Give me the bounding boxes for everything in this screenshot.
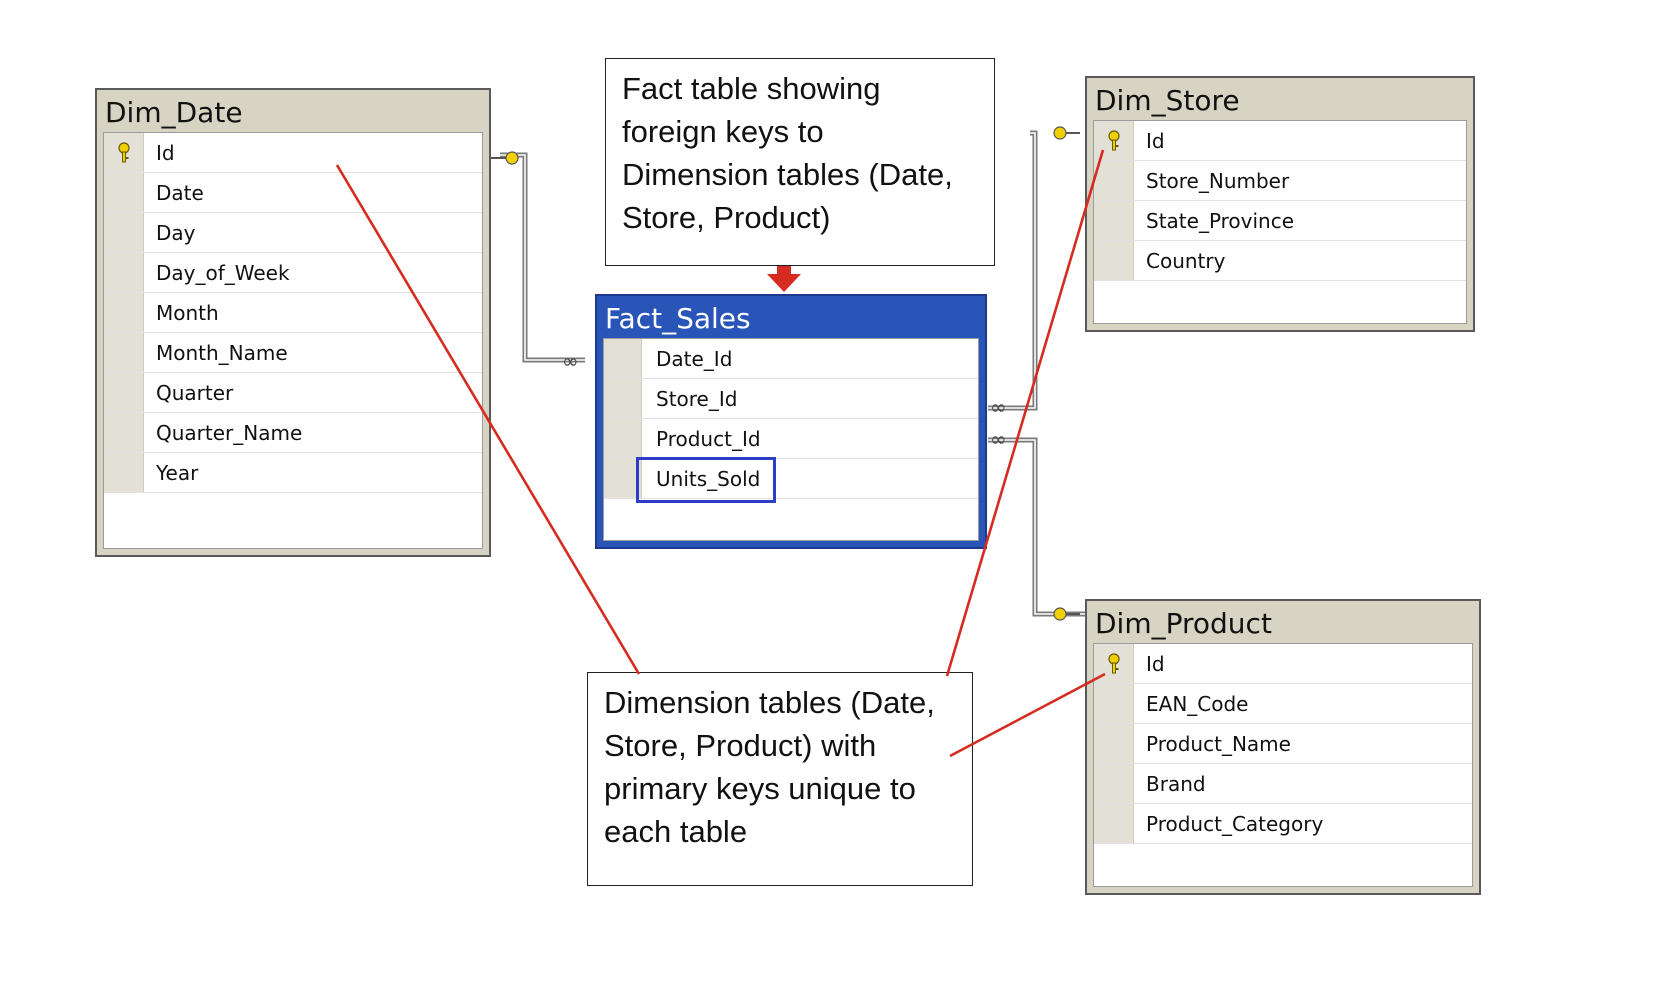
key-icon: [1107, 129, 1120, 150]
table-body: Id EAN_Code Product_Name Brand Product_C…: [1093, 643, 1473, 887]
rel-product-fact: [988, 437, 1085, 617]
callout-line: foreign keys to: [622, 114, 824, 149]
table-body: Date_Id Store_Id Product_Id Units_Sold: [603, 338, 979, 541]
units-sold-highlight: [636, 457, 776, 503]
column-name: Product_Id: [656, 427, 761, 451]
column-row[interactable]: Id: [104, 133, 482, 173]
callout-line: Dimension tables (Date,: [604, 685, 935, 720]
callout-line: Fact table showing: [622, 71, 881, 106]
column-name: Id: [1146, 129, 1165, 153]
column-row[interactable]: Month: [104, 293, 482, 333]
column-row[interactable]: Store_Number: [1094, 161, 1466, 201]
row-gutter: [104, 293, 144, 332]
column-row[interactable]: Product_Category: [1094, 804, 1472, 844]
callout-line: Store, Product) with: [604, 728, 877, 763]
callout-line: each table: [604, 814, 748, 849]
column-row[interactable]: Day_of_Week: [104, 253, 482, 293]
row-gutter: [1094, 161, 1134, 200]
column-row[interactable]: Quarter_Name: [104, 413, 482, 453]
column-name: EAN_Code: [1146, 692, 1249, 716]
row-gutter: [104, 213, 144, 252]
row-gutter: [1094, 724, 1134, 763]
column-name: Store_Id: [656, 387, 738, 411]
column-name: Units_Sold: [656, 467, 761, 491]
column-row[interactable]: Quarter: [104, 373, 482, 413]
row-gutter: [604, 379, 642, 418]
column-name: Product_Name: [1146, 732, 1291, 756]
row-gutter: [104, 253, 144, 292]
column-name: Id: [1146, 652, 1165, 676]
column-row[interactable]: Id: [1094, 644, 1472, 684]
column-name: Day: [156, 221, 196, 245]
column-row[interactable]: Id: [1094, 121, 1466, 161]
infinity-icon: ∞: [562, 349, 579, 373]
row-gutter: [1094, 764, 1134, 803]
fact-table-callout: Fact table showing foreign keys to Dimen…: [605, 58, 995, 266]
table-body: Id Date Day Day_of_Week Month Month_Name…: [103, 132, 483, 549]
row-gutter: [104, 453, 144, 492]
callout-line: primary keys unique to: [604, 771, 916, 806]
row-gutter: [104, 413, 144, 452]
row-gutter: [1094, 804, 1134, 843]
row-gutter: [104, 133, 144, 172]
column-name: Quarter: [156, 381, 234, 405]
column-row[interactable]: Store_Id: [604, 379, 978, 419]
column-name: Product_Category: [1146, 812, 1324, 836]
column-name: Date: [156, 181, 204, 205]
column-row[interactable]: Country: [1094, 241, 1466, 281]
column-row[interactable]: Date: [104, 173, 482, 213]
row-gutter: [104, 373, 144, 412]
fact-sales-table[interactable]: Fact_Sales Date_Id Store_Id Product_Id U…: [595, 294, 987, 549]
key-icon: [117, 141, 130, 162]
column-name: Date_Id: [656, 347, 733, 371]
key-connector-icon: [1053, 607, 1080, 621]
column-row[interactable]: Month_Name: [104, 333, 482, 373]
row-gutter: [1094, 644, 1134, 683]
callout-line: Dimension tables (Date,: [622, 157, 953, 192]
table-title: Dim_Store: [1095, 84, 1240, 117]
infinity-icon: ∞: [990, 395, 1007, 419]
table-title: Dim_Product: [1095, 607, 1272, 640]
table-body: Id Store_Number State_Province Country: [1093, 120, 1467, 324]
column-row[interactable]: Date_Id: [604, 339, 978, 379]
row-gutter: [1094, 684, 1134, 723]
infinity-icon: ∞: [990, 427, 1007, 451]
column-row[interactable]: Product_Name: [1094, 724, 1472, 764]
column-name: Day_of_Week: [156, 261, 290, 285]
column-name: Year: [156, 461, 199, 485]
row-gutter: [1094, 121, 1134, 160]
key-icon: [1107, 652, 1120, 673]
column-row[interactable]: EAN_Code: [1094, 684, 1472, 724]
column-row[interactable]: Year: [104, 453, 482, 493]
column-name: Month: [156, 301, 219, 325]
table-title: Fact_Sales: [605, 302, 751, 335]
column-name: Month_Name: [156, 341, 288, 365]
rel-date-fact: [500, 152, 585, 363]
column-row[interactable]: Brand: [1094, 764, 1472, 804]
column-name: Store_Number: [1146, 169, 1290, 193]
column-name: Id: [156, 141, 175, 165]
dimension-tables-callout: Dimension tables (Date, Store, Product) …: [587, 672, 973, 886]
table-title: Dim_Date: [105, 96, 243, 129]
dim-product-table[interactable]: Dim_Product Id EAN_Code Product_Name Bra…: [1085, 599, 1481, 895]
row-gutter: [604, 419, 642, 458]
dim-date-table[interactable]: Dim_Date Id Date Day Day_of_Week Month M…: [95, 88, 491, 557]
column-row[interactable]: Product_Id: [604, 419, 978, 459]
callout-line: Store, Product): [622, 200, 831, 235]
row-gutter: [104, 333, 144, 372]
column-row[interactable]: State_Province: [1094, 201, 1466, 241]
column-name: State_Province: [1146, 209, 1295, 233]
row-gutter: [1094, 241, 1134, 280]
rel-store-fact: [988, 130, 1038, 411]
dim-store-table[interactable]: Dim_Store Id Store_Number State_Province…: [1085, 76, 1475, 332]
row-gutter: [104, 173, 144, 212]
column-name: Brand: [1146, 772, 1206, 796]
column-name: Country: [1146, 249, 1226, 273]
row-gutter: [1094, 201, 1134, 240]
row-gutter: [604, 339, 642, 378]
key-connector-icon: [490, 151, 519, 165]
column-name: Quarter_Name: [156, 421, 303, 445]
key-connector-icon: [1053, 126, 1080, 140]
column-row[interactable]: Day: [104, 213, 482, 253]
